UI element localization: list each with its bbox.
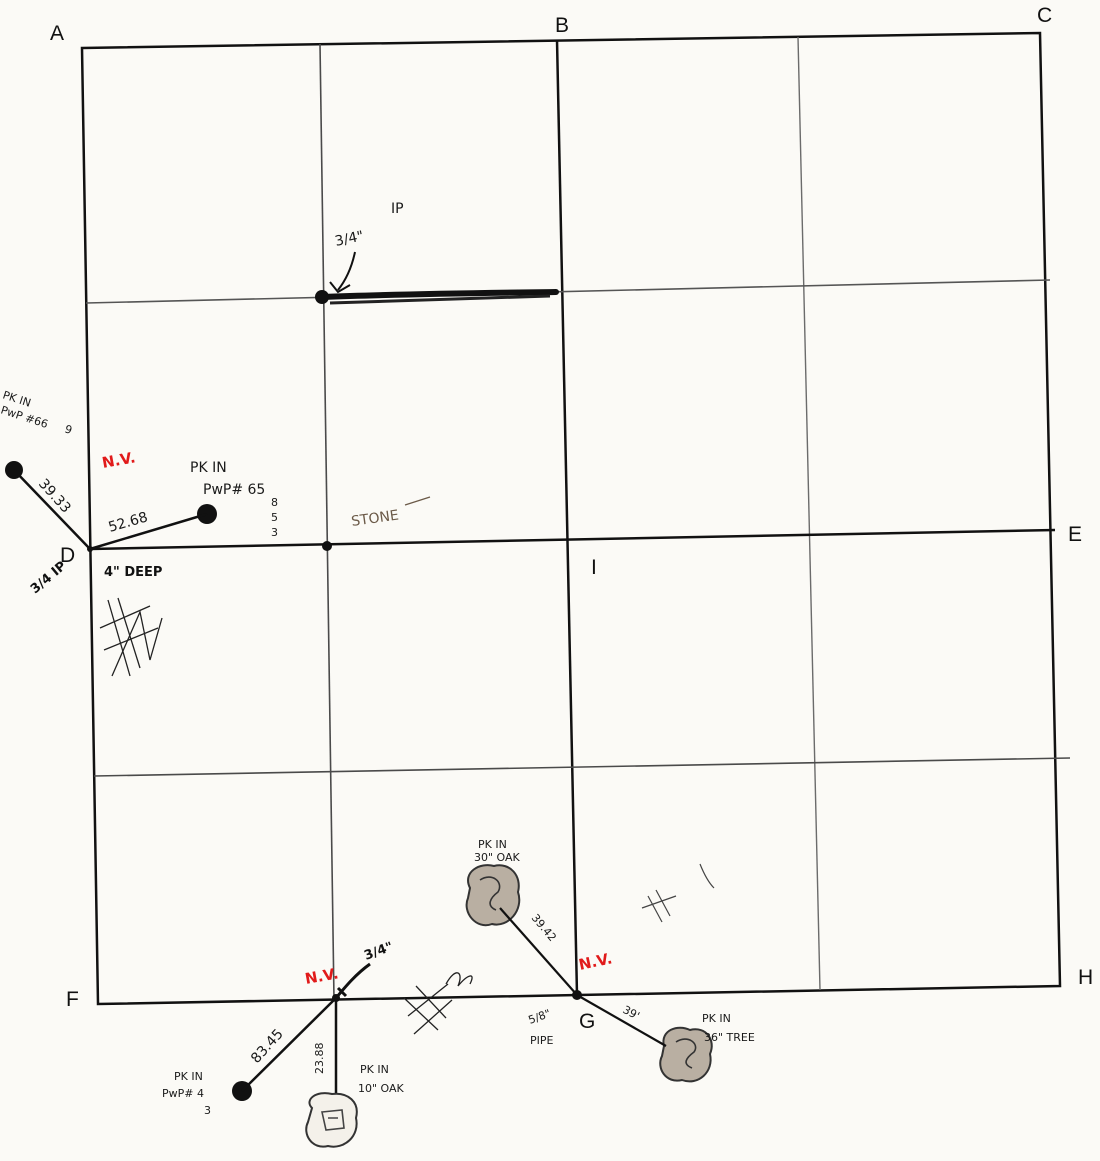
g-tie-b-line	[576, 994, 667, 1047]
boundary-square	[80, 31, 1062, 1006]
g-tie-a-line	[499, 907, 578, 996]
oak-tree-icon	[305, 1092, 358, 1148]
corner-label-g: G	[579, 1010, 595, 1033]
stone-underline	[404, 496, 431, 506]
ip-point	[315, 290, 329, 304]
corner-label-f: F	[66, 988, 79, 1011]
left-ref-a-line3: 9	[63, 422, 74, 437]
grid-line-v3	[797, 36, 821, 991]
grid-line-h3	[93, 757, 1071, 777]
grid-line-h1	[85, 279, 1051, 304]
corner-label-h: H	[1078, 966, 1093, 989]
ip-arrow-icon	[329, 251, 356, 294]
d-size-label: 3/4 IP	[28, 559, 70, 597]
g-pipe-label: PIPE	[530, 1034, 554, 1047]
bl-ref-b-line1: PK IN	[360, 1063, 389, 1076]
bl-ref-a-line3: 3	[204, 1104, 211, 1117]
left-tie-a-line	[13, 469, 91, 550]
corner-label-d: D	[60, 544, 75, 567]
bl-ref-b-line2: 10" OAK	[358, 1082, 405, 1095]
ip-size-label: 3/4"	[334, 228, 366, 250]
bl-tie-a-distance: 83.45	[248, 1026, 287, 1067]
g-tie-a-distance: 39.42	[529, 912, 559, 944]
g-nv-mark: N.V.	[577, 949, 614, 974]
d-nv-mark: N.V.	[101, 448, 137, 472]
scribble-hatch-right	[641, 863, 715, 923]
ip-heavy-line	[319, 289, 559, 300]
stone-point	[322, 541, 332, 551]
left-ref-b-line1: PK IN	[190, 460, 227, 476]
scribble-hatch-d	[99, 597, 163, 677]
left-ref-b-line3: 8	[271, 496, 278, 509]
bl-size-label: 3/4"	[362, 940, 395, 964]
bl-ref-a-line1: PK IN	[174, 1070, 203, 1083]
left-ref-b-line4: 5	[271, 511, 278, 524]
bl-arrow-icon	[334, 962, 371, 999]
bl-tie-a-line	[241, 997, 337, 1092]
oak-30-tree-icon	[465, 864, 521, 927]
scribble-hatch-bottom	[403, 972, 473, 1035]
g-tie-b-distance: 39'	[621, 1003, 642, 1022]
corner-label-b: B	[555, 14, 569, 37]
bl-nv-mark: N.V.	[304, 964, 340, 988]
corner-label-c: C	[1037, 4, 1052, 27]
ip-heavy-line-2	[329, 294, 551, 305]
g-ref-b-line2: 36" TREE	[704, 1031, 755, 1044]
bl-ref-a-line2: PwP# 4	[162, 1087, 204, 1100]
left-ref-b-line5: 3	[271, 526, 278, 539]
left-tie-b-line	[89, 512, 208, 551]
grid-line-b-g	[555, 39, 579, 996]
corner-label-e: E	[1068, 523, 1082, 546]
g-ref-a-line2: 30" OAK	[474, 851, 521, 864]
tree-36-icon	[659, 1026, 713, 1083]
corner-label-a: A	[50, 22, 64, 45]
grid-line-v1	[319, 43, 335, 1001]
g-ref-b-line1: PK IN	[702, 1012, 731, 1025]
g-ref-a-line1: PK IN	[478, 838, 507, 851]
corner-label-i: I	[591, 556, 597, 579]
left-ref-b-line2: PwP# 65	[203, 482, 265, 498]
stone-label: STONE	[350, 507, 400, 529]
grid-line-d-e	[89, 528, 1056, 551]
bl-tie-b-distance: 23.88	[313, 1043, 326, 1075]
g-size-label: 5/8"	[527, 1007, 553, 1027]
ip-label: IP	[391, 201, 404, 217]
d-depth-label: 4" DEEP	[104, 565, 162, 580]
